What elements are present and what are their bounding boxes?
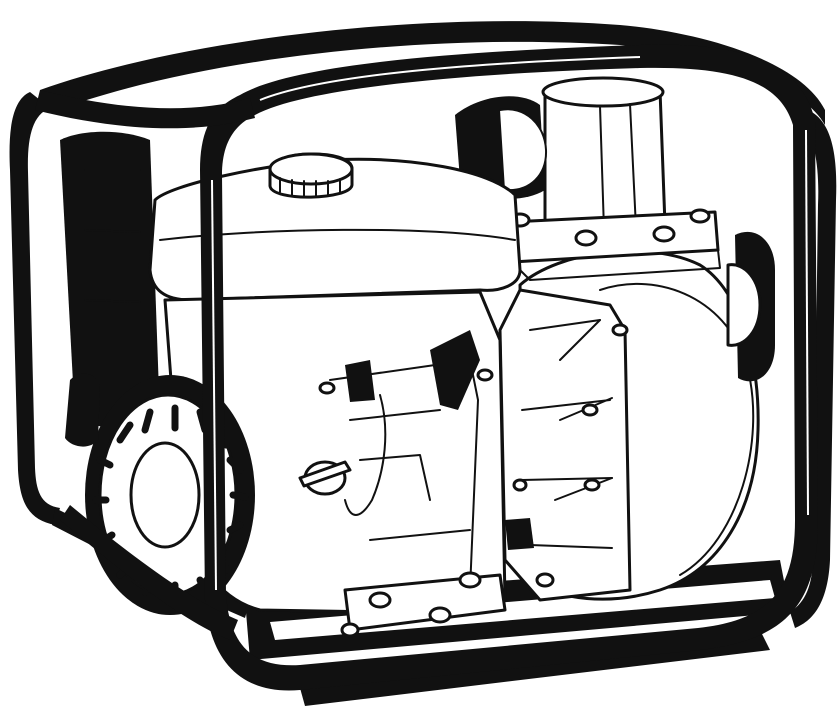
fuel-cap (268, 152, 354, 199)
pump-housing (455, 76, 775, 602)
engine (60, 131, 534, 638)
front-frame (35, 44, 818, 691)
frame-highlights (211, 56, 809, 591)
recoil-starter (85, 375, 255, 615)
choke-lever (298, 460, 352, 496)
